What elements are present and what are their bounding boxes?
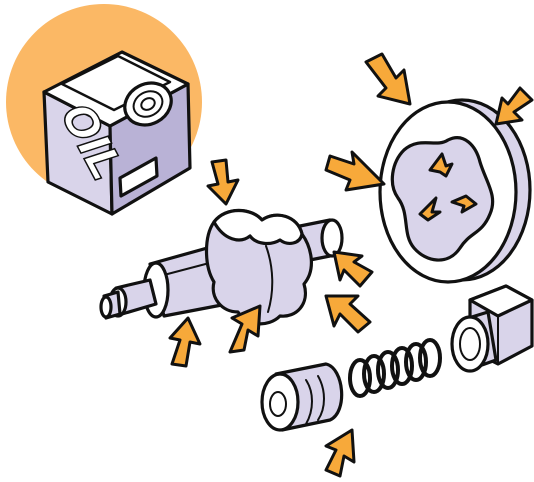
lubrication-arrow-icon	[326, 296, 370, 332]
oil-can-group: OIL	[6, 4, 202, 214]
lubrication-arrow-icon	[208, 160, 238, 204]
lubrication-arrow-icon	[366, 54, 410, 104]
relief-spring-icon	[350, 340, 440, 396]
lubrication-arrow-icon	[334, 252, 372, 286]
lubrication-arrow-icon	[496, 88, 532, 124]
lubrication-arrow-icon	[326, 152, 384, 190]
plug-bolt-icon	[452, 286, 532, 371]
inner-rotor-shaft-icon	[101, 211, 342, 324]
outer-rotor-icon	[380, 100, 530, 282]
lubrication-arrow-icon	[326, 430, 354, 476]
relief-plunger-icon	[262, 364, 342, 430]
lubrication-arrow-icon	[170, 318, 200, 366]
